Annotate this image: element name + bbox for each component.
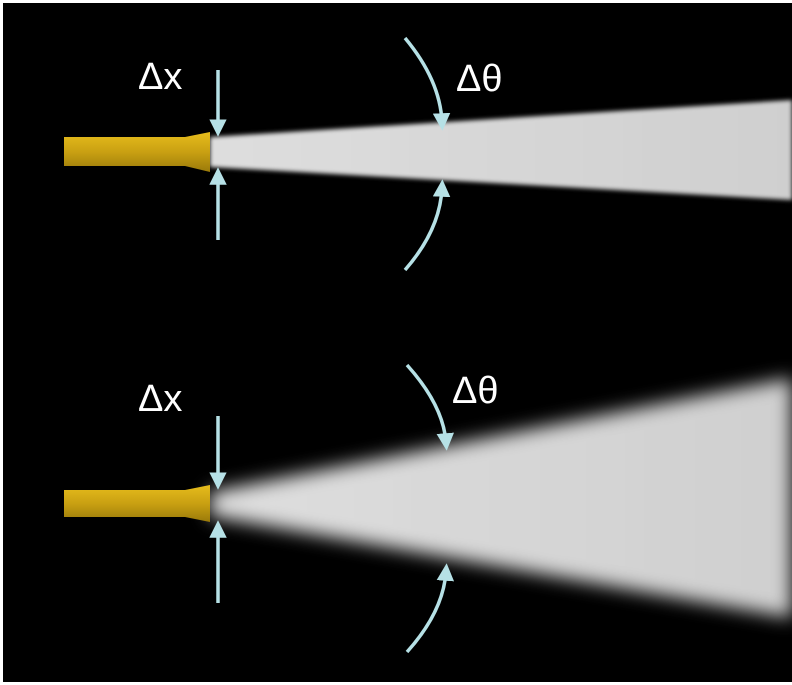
angle-arrow-bottom bbox=[403, 179, 451, 272]
width-label: Δx bbox=[138, 56, 183, 98]
width-label: Δx bbox=[138, 378, 183, 420]
angle-label: Δθ bbox=[456, 58, 503, 100]
narrow-nozzle bbox=[64, 132, 210, 172]
narrow-light-beam bbox=[210, 100, 792, 200]
wide-light-beam bbox=[210, 378, 792, 618]
angle-label: Δθ bbox=[452, 370, 499, 412]
wide-beam-diagram bbox=[64, 363, 792, 654]
narrow-beam-diagram bbox=[64, 36, 792, 272]
wide-nozzle bbox=[64, 485, 210, 522]
angle-arrow-top bbox=[403, 36, 451, 131]
angle-arrow-bottom bbox=[405, 563, 455, 654]
angle-arrow-top bbox=[405, 363, 455, 451]
